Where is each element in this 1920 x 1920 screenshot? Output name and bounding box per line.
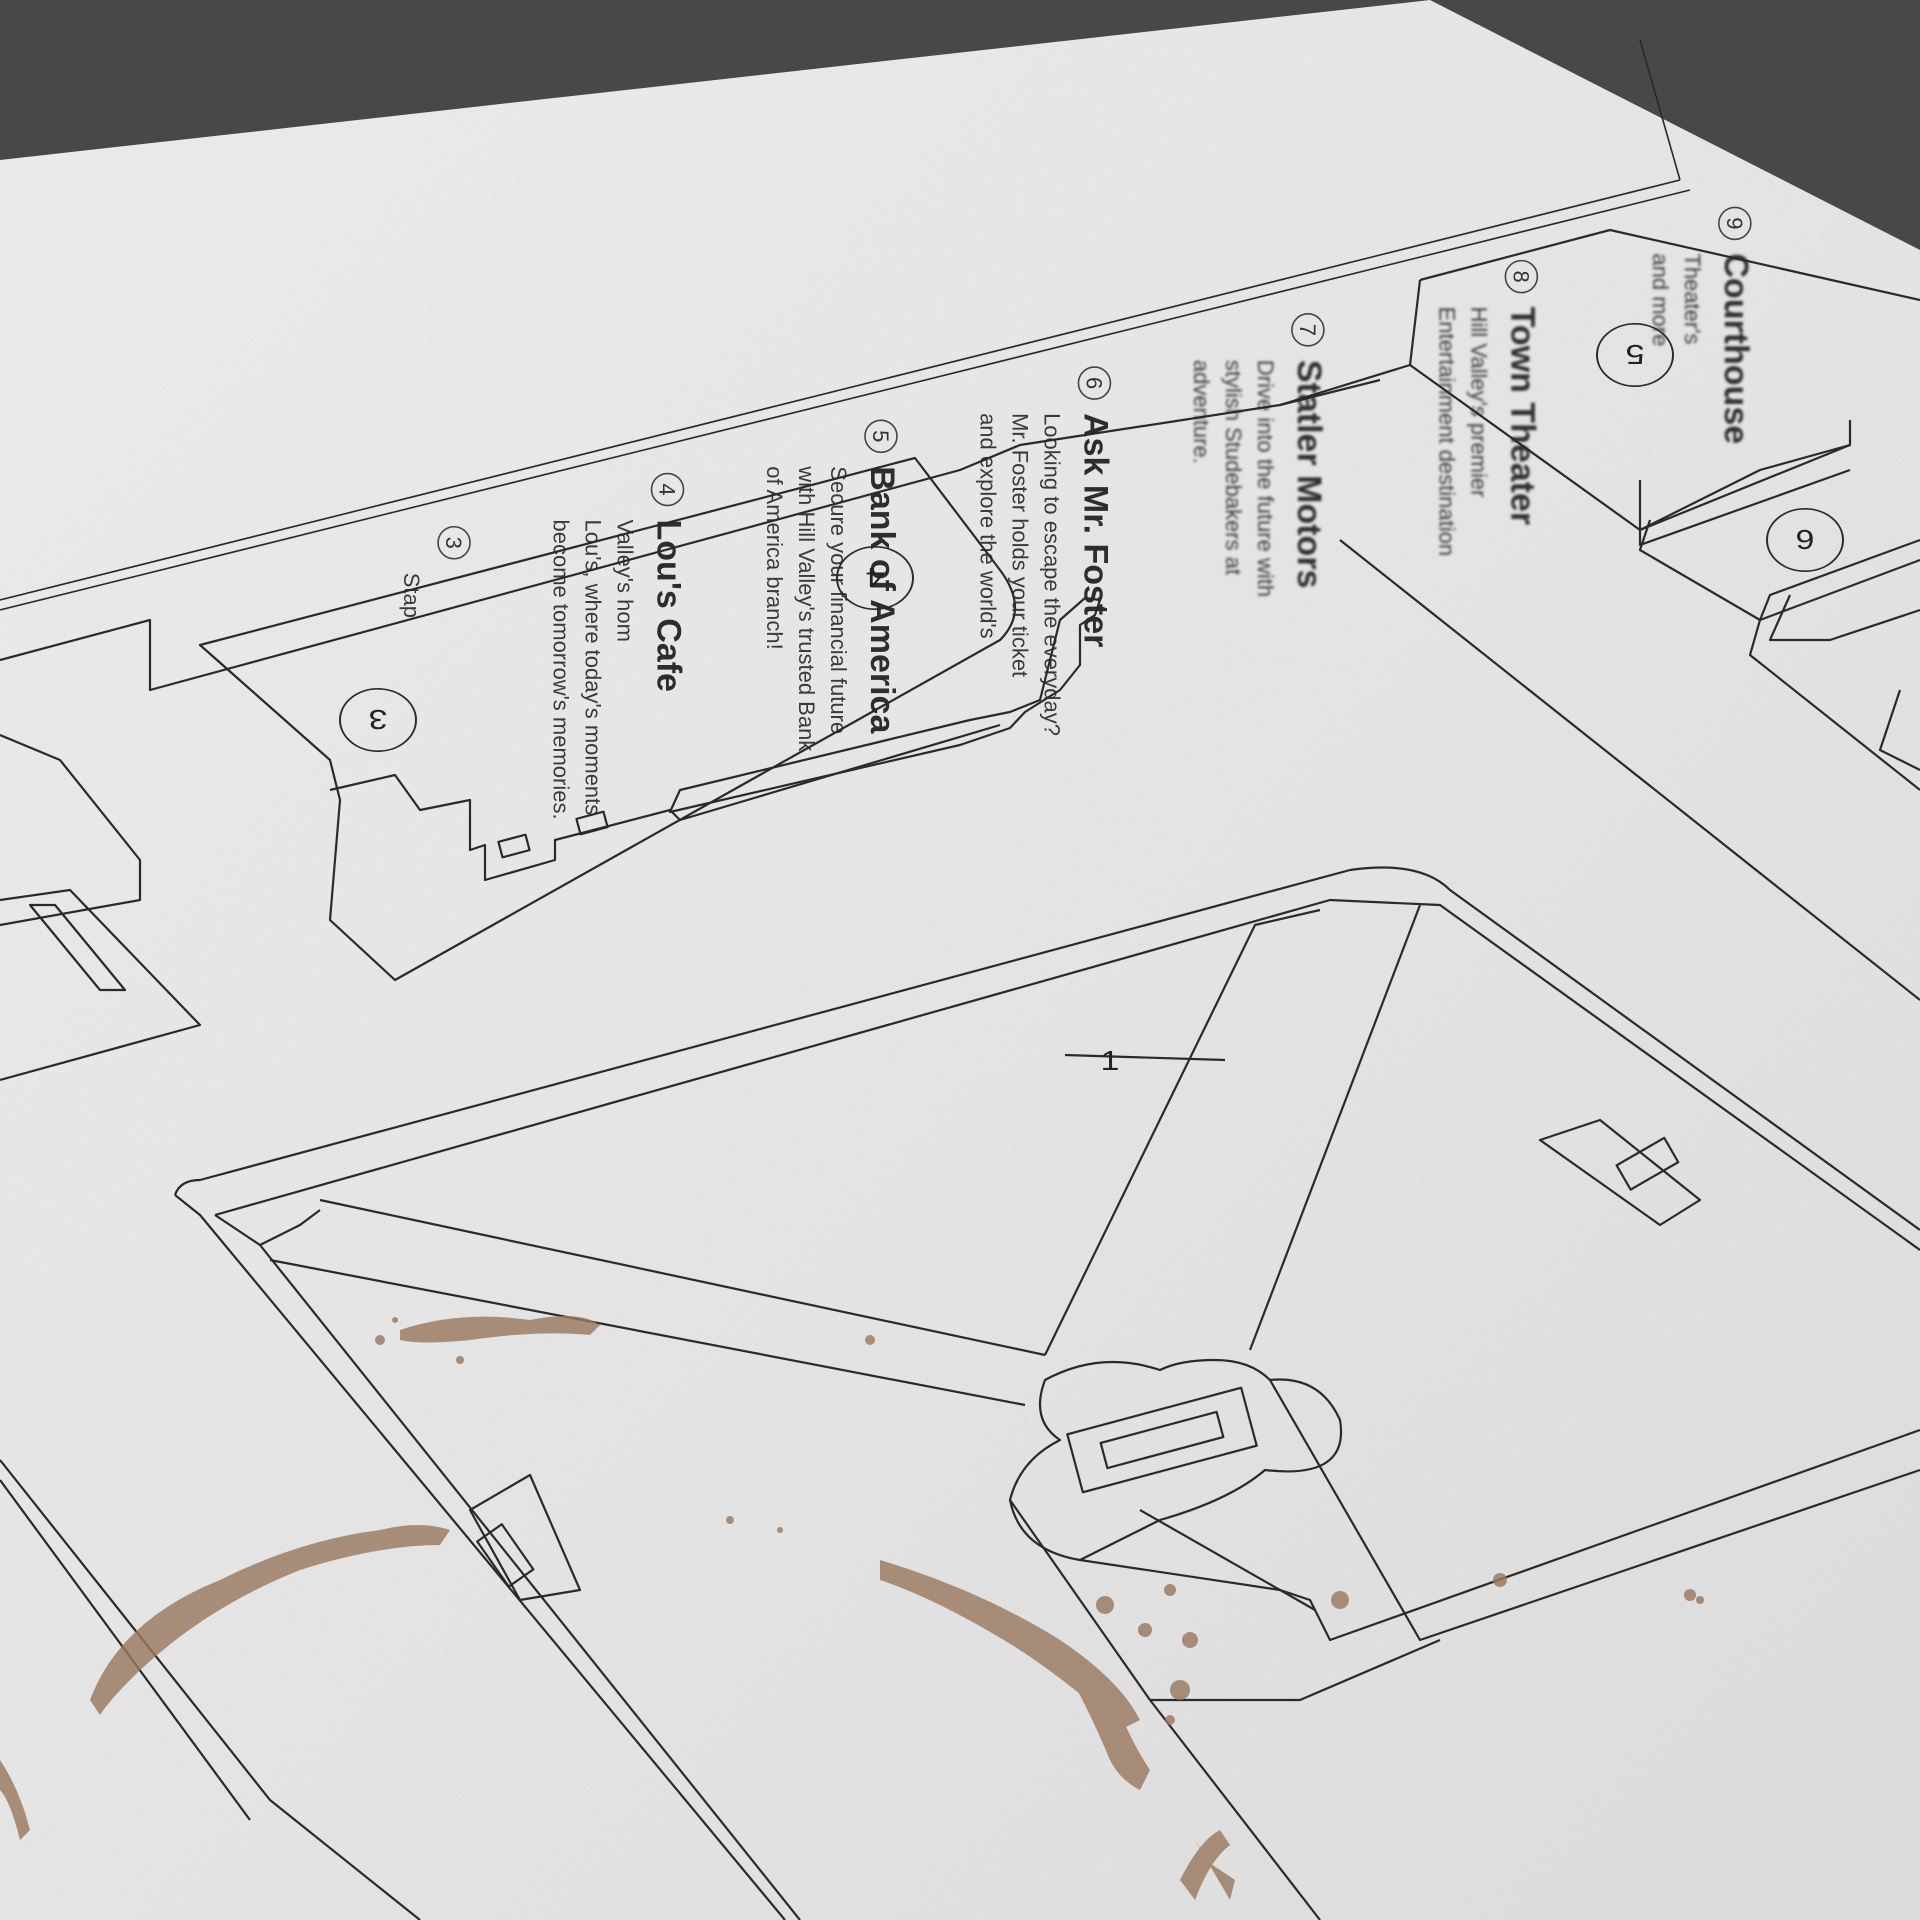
legend-description-line: Entertainment destination: [1434, 307, 1459, 557]
legend-description-line: Valley's hom: [613, 520, 638, 642]
path-left-top: [319, 1198, 1046, 1357]
road-right-edge: [1339, 539, 1920, 1001]
path-bottom-exit: [1149, 1699, 1321, 1920]
building-5-step: [1638, 468, 1851, 547]
legend-description-line: Secure your financial future: [826, 466, 851, 734]
path-right-a: [1044, 908, 1321, 1356]
legend-description-line: stylish Studebakers at: [1221, 360, 1246, 575]
building-3-4-outline: [198, 456, 1017, 982]
legend-number: 7: [1295, 324, 1320, 336]
legend-description-line: Mr. Foster holds your ticket: [1007, 413, 1032, 677]
plaza-outer-top: [173, 866, 1920, 1231]
plaza-corner: [259, 1209, 321, 1246]
path-right-bottom: [1079, 1428, 1920, 1642]
legend-description-line: Theater's: [1680, 253, 1705, 344]
map-marker-number: 4: [866, 562, 885, 593]
coffee-stain: [0, 1316, 1704, 1900]
legend-number: 8: [1508, 271, 1533, 283]
building-5-edge: [1279, 363, 1411, 407]
legend-description-line: adventure.: [1189, 360, 1214, 464]
map-marker-circle: [1766, 508, 1844, 572]
legend-box-border: [0, 39, 1691, 611]
map-marker-number: 1: [1101, 1045, 1120, 1076]
path-bottom-center: [1139, 1509, 1316, 1611]
legend-title: Town Theater: [1503, 307, 1541, 526]
building-8-step: [1878, 689, 1920, 771]
path-bottom-left: [1009, 1499, 1441, 1702]
legend-number-circle: [650, 472, 685, 507]
map-marker-number: 3: [369, 704, 388, 735]
legend-number-circle: [1718, 206, 1752, 241]
map-marker-1: 1: [1101, 1045, 1120, 1076]
legend-title: Bank of America: [863, 466, 901, 734]
plaza-left-notch: [468, 1473, 582, 1602]
plaza-inner-top: [214, 898, 1920, 1251]
plaza-right-inner: [1269, 1379, 1920, 1642]
legend-number: 6: [1081, 377, 1106, 389]
legend-description-line: Lou's, where today's moments: [581, 520, 606, 816]
legend-description-line: Drive into the future with: [1253, 360, 1278, 597]
map-marker-5: 5: [1596, 323, 1674, 387]
central-roundabout: [1008, 1358, 1343, 1562]
legend-number-circle: [864, 419, 898, 454]
legend-description-line: Stap: [399, 573, 424, 618]
building-6-front: [1758, 538, 1920, 621]
building-3-door-2: [575, 810, 609, 836]
left-lower-road: [0, 1459, 421, 1920]
legend-description-line: and explore the world's: [975, 413, 1000, 639]
left-building-edge: [0, 733, 142, 927]
clock-tower-base: [1066, 1386, 1258, 1494]
legend-title: Ask Mr. Foster: [1076, 413, 1114, 647]
building-5-front: [1639, 443, 1851, 531]
legend-title: Courthouse: [1717, 253, 1755, 444]
building-4-canopy: [668, 596, 1102, 814]
plaza-right-notch: [1538, 1118, 1702, 1227]
building-7-step: [1768, 594, 1920, 642]
legend-number-circle: [437, 525, 471, 560]
path-left-bottom: [269, 1258, 1026, 1407]
legend-description-line: Hill Valley's premier: [1466, 307, 1491, 498]
map-marker-circle: [1596, 323, 1674, 387]
left-building-window: [28, 903, 127, 992]
plaza-left-bench: [476, 1523, 535, 1588]
left-building-2: [0, 888, 202, 1082]
legend-number-circle: [1504, 259, 1539, 294]
marker-1-line: [1064, 1053, 1226, 1062]
building-6-side: [1748, 619, 1920, 791]
plaza-right-bench: [1615, 1136, 1680, 1191]
legend-number: 4: [655, 483, 680, 495]
building-6-box: [1638, 519, 1920, 622]
legend-number: 5: [868, 430, 893, 442]
map-markers: 1 3 4 5 6: [339, 323, 1844, 1076]
map-marker-3: 3: [339, 688, 417, 752]
building-5-6-top: [1419, 228, 1920, 302]
map-marker-number: 5: [1626, 339, 1645, 370]
map-marker-6: 6: [1766, 508, 1844, 572]
clock-tower-inner: [1099, 1410, 1225, 1470]
plaza-outer-left: [174, 1194, 786, 1920]
map-marker-circle: [339, 688, 417, 752]
map-marker-4: 4: [836, 546, 914, 610]
legend-number: 3: [441, 537, 466, 549]
legend-number-circle: [1077, 366, 1112, 400]
building-3-door: [497, 833, 531, 859]
legend-number-circle: [1291, 313, 1325, 347]
path-right-b: [1248, 904, 1422, 1351]
map-marker-number: 6: [1796, 524, 1815, 555]
legend-description-line: become tomorrow's memories.: [549, 520, 574, 820]
legend-number: 9: [1722, 217, 1747, 229]
map-marker-circle: [836, 546, 914, 610]
